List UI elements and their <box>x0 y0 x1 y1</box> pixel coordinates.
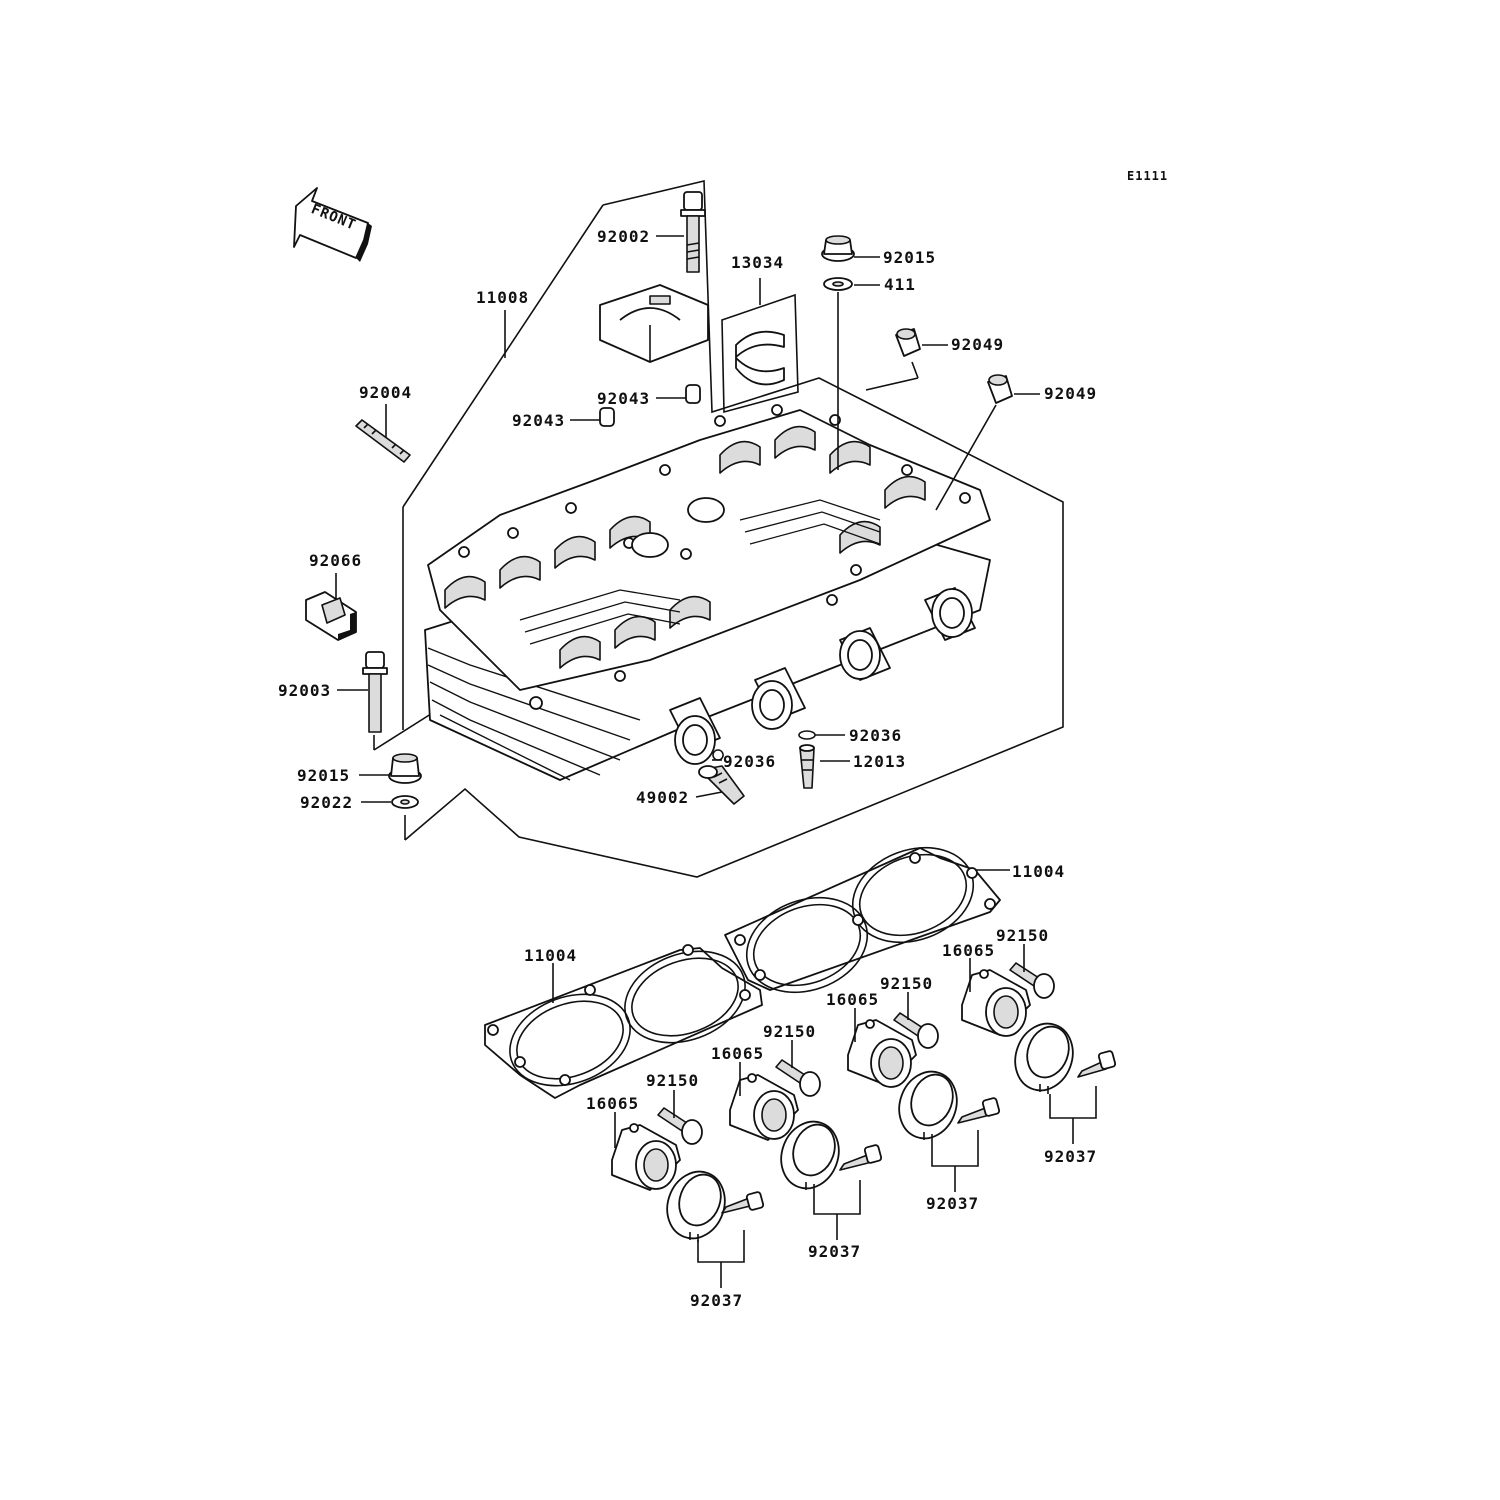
dowel-92043-a <box>685 384 701 404</box>
label-92015-bottom: 92015 <box>297 766 350 785</box>
label-92004: 92004 <box>359 383 412 402</box>
holder-16065-b <box>729 1073 799 1141</box>
label-92037-b: 92037 <box>808 1242 861 1261</box>
label-92049-a: 92049 <box>951 335 1004 354</box>
label-11008: 11008 <box>476 288 529 307</box>
washer-92022 <box>391 795 419 809</box>
label-49002: 49002 <box>636 788 689 807</box>
nut-92015-bottom <box>388 753 422 784</box>
clip-92036-b <box>798 730 816 740</box>
dowel-92043-b <box>599 407 615 427</box>
stud-92004 <box>355 419 411 463</box>
label-92003: 92003 <box>278 681 331 700</box>
washer-411 <box>823 277 853 470</box>
label-16065-a: 16065 <box>586 1094 639 1113</box>
cam-cap <box>599 284 709 363</box>
guide-12013 <box>799 744 815 789</box>
screw-92150-a <box>657 1107 703 1145</box>
cylinder-head <box>424 404 991 781</box>
label-92015-top: 92015 <box>883 248 936 267</box>
bolt-92003 <box>362 651 388 733</box>
label-92150-c: 92150 <box>880 974 933 993</box>
clamp-a <box>666 1170 726 1242</box>
cylinder-head-outline <box>373 179 1064 878</box>
label-11004-left: 11004 <box>524 946 577 965</box>
holder-16065-c <box>847 1019 917 1088</box>
label-411: 411 <box>884 275 916 294</box>
front-arrow-icon: FRONT <box>293 187 372 262</box>
label-16065-c: 16065 <box>826 990 879 1009</box>
label-13034: 13034 <box>731 253 784 272</box>
clamp-d <box>1014 1022 1074 1094</box>
screw-92150-d <box>1009 962 1055 999</box>
label-92002: 92002 <box>597 227 650 246</box>
label-12013: 12013 <box>853 752 906 771</box>
label-92066: 92066 <box>309 551 362 570</box>
oil-seal-92049-a <box>895 328 921 357</box>
holder-16065-d <box>961 969 1031 1037</box>
label-92150-b: 92150 <box>763 1022 816 1041</box>
holder-16065-a <box>611 1123 681 1191</box>
label-92036-b: 92036 <box>849 726 902 745</box>
clip-92066 <box>305 591 357 641</box>
label-92037-d: 92037 <box>1044 1147 1097 1166</box>
gasket-11004-left <box>484 944 763 1099</box>
clip-92036-a <box>712 749 724 761</box>
label-92037-c: 92037 <box>926 1194 979 1213</box>
label-92037-a: 92037 <box>690 1291 743 1310</box>
bolt-92015-top <box>821 235 855 262</box>
label-92150-d: 92150 <box>996 926 1049 945</box>
bearing-13034 <box>721 278 799 414</box>
label-11004-right: 11004 <box>1012 862 1065 881</box>
bolt-92037-c <box>957 1097 1001 1124</box>
label-92049-b: 92049 <box>1044 384 1097 403</box>
label-92043-a: 92043 <box>597 389 650 408</box>
clamp-c <box>898 1070 958 1142</box>
label-16065-b: 16065 <box>711 1044 764 1063</box>
label-92150-a: 92150 <box>646 1071 699 1090</box>
oil-seal-92049-b <box>987 374 1013 404</box>
label-92043-b: 92043 <box>512 411 565 430</box>
label-92036-a: 92036 <box>723 752 776 771</box>
screw-92150-c <box>893 1012 939 1049</box>
intake-ports <box>669 587 976 765</box>
bolt-92037-b <box>839 1144 883 1171</box>
diagram-ref-code: E1111 <box>1127 169 1168 183</box>
fitting-49002 <box>698 765 745 805</box>
clamp-b <box>780 1120 840 1192</box>
bolt-92037-a <box>721 1191 765 1214</box>
bolt-92037-d <box>1077 1050 1117 1078</box>
screw-92150-b <box>775 1059 821 1097</box>
label-16065-d: 16065 <box>942 941 995 960</box>
label-92022: 92022 <box>300 793 353 812</box>
bolt-92002 <box>680 191 706 273</box>
gasket-11004-right <box>724 846 1001 994</box>
